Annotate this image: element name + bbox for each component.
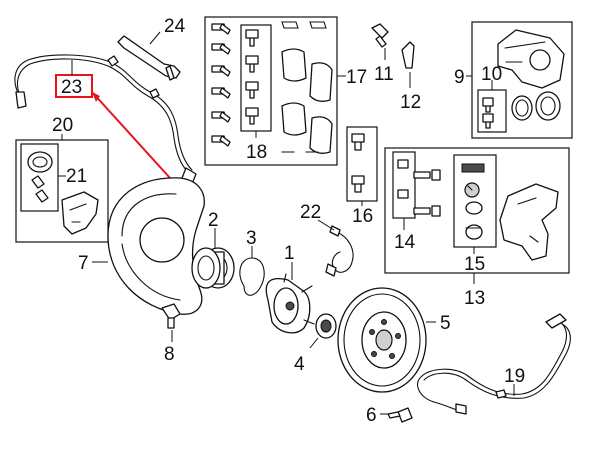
leader-22 xyxy=(317,219,335,231)
parking-brake-actuator-part xyxy=(61,191,99,235)
callout-5: 5 xyxy=(440,313,451,334)
caliper-bolts-part xyxy=(482,97,494,129)
guide-pins-part xyxy=(397,159,441,217)
brake-rotor-part xyxy=(337,287,427,393)
pad-hardware-bolts xyxy=(245,29,259,125)
leader-4 xyxy=(309,337,319,349)
caliper-box xyxy=(471,21,573,139)
caliper-mount-bolts-part xyxy=(351,133,365,193)
brake-caliper-part xyxy=(497,29,565,89)
callout-16: 16 xyxy=(352,206,373,227)
highlight-leader-23 xyxy=(91,91,171,179)
callout-19: 19 xyxy=(504,366,525,387)
snap-ring-part xyxy=(239,257,265,296)
callout-13: 13 xyxy=(464,288,485,309)
pad-clips-left xyxy=(211,23,231,147)
wheel-bearing-part xyxy=(191,247,235,289)
piston-seal-part xyxy=(511,91,561,121)
highlight-box-23 xyxy=(55,74,93,98)
splash-shield-part xyxy=(107,177,205,315)
guide-boots-part xyxy=(461,163,485,240)
callout-2: 2 xyxy=(208,210,219,231)
callout-12: 12 xyxy=(400,92,421,113)
repair-kit-screws-part xyxy=(31,175,49,203)
brake-pads-part xyxy=(281,21,333,154)
callout-9: 9 xyxy=(454,67,465,88)
brake-pad-kit-box xyxy=(204,16,338,166)
hub-nut-part xyxy=(315,313,337,339)
highlight-arrowhead-icon xyxy=(92,92,100,102)
callout-20: 20 xyxy=(52,115,73,136)
callout-14: 14 xyxy=(394,232,416,253)
retaining-clip-part xyxy=(401,41,415,69)
callout-21: 21 xyxy=(66,166,87,187)
callout-7: 7 xyxy=(78,253,89,274)
caliper-repair-kit-box xyxy=(15,139,109,243)
boot-kit-subbox xyxy=(453,154,497,248)
caliper-support-box xyxy=(384,147,570,274)
callout-3: 3 xyxy=(246,228,257,249)
callout-11: 11 xyxy=(374,64,394,85)
callout-24: 24 xyxy=(164,16,186,37)
repair-kit-seal-part xyxy=(27,151,53,173)
caliper-bolt-subbox xyxy=(477,89,507,133)
callout-23: 23 xyxy=(61,77,82,98)
callout-1: 1 xyxy=(284,243,295,264)
bleeder-screw-part xyxy=(371,23,389,48)
leader-24 xyxy=(149,31,161,45)
callout-10: 10 xyxy=(481,64,502,85)
callout-22: 22 xyxy=(300,202,321,223)
repair-kit-subbox xyxy=(20,143,59,212)
callout-17: 17 xyxy=(346,67,367,88)
sensor-harness-part xyxy=(417,313,571,415)
abs-sensor-part xyxy=(325,225,354,277)
callout-6: 6 xyxy=(366,405,377,426)
shield-bolt-part xyxy=(161,303,181,329)
callout-18: 18 xyxy=(246,142,267,163)
wheel-hub-part xyxy=(265,273,315,334)
sensor-bracket-part xyxy=(117,35,181,81)
caliper-bracket-part xyxy=(499,183,559,261)
callout-15: 15 xyxy=(464,254,485,275)
callout-8: 8 xyxy=(164,344,175,365)
callout-4: 4 xyxy=(294,354,305,375)
rotor-screw-part xyxy=(387,407,413,423)
